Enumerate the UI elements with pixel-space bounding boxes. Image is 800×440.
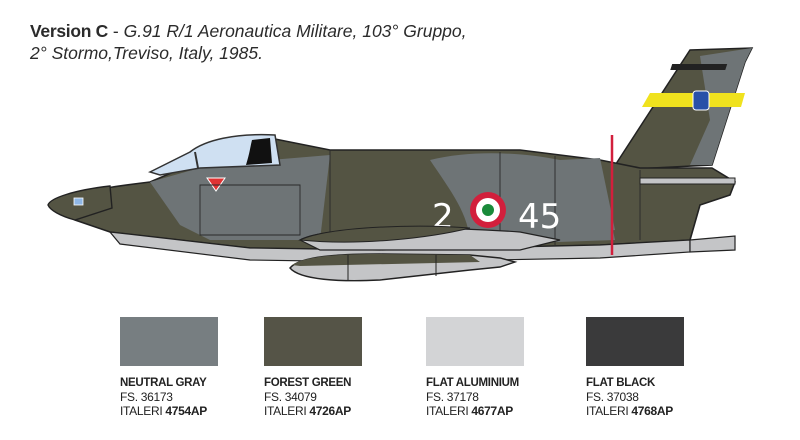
color-name: FOREST GREEN xyxy=(264,377,352,389)
swatch-label-forest-green: FOREST GREEN FS. 34079 ITALERI 4726AP xyxy=(264,376,351,418)
squadron-badge xyxy=(692,90,710,111)
swatch-label-flat-black: FLAT BLACK FS. 37038 ITALERI 4768AP xyxy=(586,376,673,418)
camo-gray-forward xyxy=(150,155,330,240)
drop-tank-top xyxy=(292,254,480,266)
fs-code: FS. 37038 xyxy=(586,390,639,404)
color-name: NEUTRAL GRAY xyxy=(120,377,207,389)
tailplane xyxy=(639,177,736,185)
paint-code: ITALERI 4768AP xyxy=(586,404,673,418)
version-title: Version C - G.91 R/1 Aeronautica Militar… xyxy=(30,20,467,64)
fs-code: FS. 36173 xyxy=(120,390,173,404)
fs-code: FS. 37178 xyxy=(426,390,479,404)
swatch-flat-black xyxy=(586,317,684,366)
paint-code: ITALERI 4677AP xyxy=(426,404,513,418)
swatch-label-flat-aluminium: FLAT ALUMINIUM FS. 37178 ITALERI 4677AP xyxy=(426,376,519,418)
fs-code: FS. 34079 xyxy=(264,390,317,404)
camo-gray-rear xyxy=(560,158,615,235)
color-name: FLAT ALUMINIUM xyxy=(426,377,519,389)
title-description-1: G.91 R/1 Aeronautica Militare, 103° Grup… xyxy=(123,21,467,41)
nose-marker-blue xyxy=(73,197,84,206)
rescue-triangle xyxy=(206,177,226,192)
swatch-label-neutral-gray: NEUTRAL GRAY FS. 36173 ITALERI 4754AP xyxy=(120,376,207,418)
title-separator: - xyxy=(108,21,124,41)
tail-black-band xyxy=(670,64,728,70)
color-name: FLAT BLACK xyxy=(586,377,655,389)
aircraft-code-right: 45 xyxy=(518,197,561,237)
paint-code: ITALERI 4754AP xyxy=(120,404,207,418)
swatch-forest-green xyxy=(264,317,362,366)
roundel-green xyxy=(482,204,494,216)
swatch-flat-aluminium xyxy=(426,317,524,366)
title-line-1: Version C - G.91 R/1 Aeronautica Militar… xyxy=(30,20,467,42)
swatch-neutral-gray xyxy=(120,317,218,366)
aircraft-profile-illustration: 2 45 xyxy=(47,47,754,282)
canopy xyxy=(147,133,281,176)
exhaust xyxy=(689,235,736,253)
paint-code: ITALERI 4726AP xyxy=(264,404,351,418)
wing-leading xyxy=(298,225,471,243)
pilot-headrest xyxy=(246,138,272,165)
version-label: Version C xyxy=(30,21,109,41)
canopy-frame xyxy=(194,151,199,169)
title-line-2: 2° Stormo,Treviso, Italy, 1985. xyxy=(30,43,263,63)
